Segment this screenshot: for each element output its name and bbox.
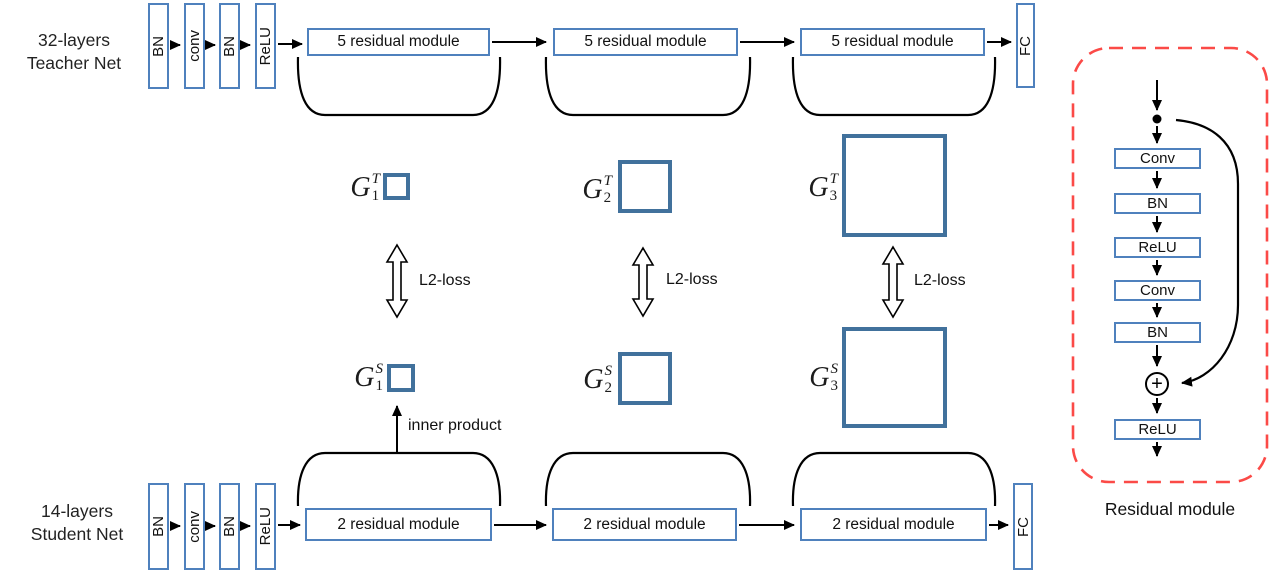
teacher-conv-box: conv — [184, 3, 205, 89]
student-section-brackets — [296, 451, 997, 507]
teacher-name-text: Teacher Net — [26, 53, 122, 73]
matrix-square-g1s — [387, 364, 415, 392]
l2-loss-double-arrows — [385, 243, 905, 319]
matrix-square-g1t — [383, 173, 410, 200]
matrix-square-g3s — [842, 327, 947, 428]
panel-bn1-box: BN — [1114, 193, 1201, 214]
teacher-fc-box: FC — [1016, 3, 1035, 88]
matrix-square-g2s — [618, 352, 672, 405]
matrix-square-g2t — [618, 160, 672, 213]
teacher-layers-text: 32-layers — [38, 30, 110, 50]
student-fc-box: FC — [1013, 483, 1033, 570]
student-module-box-1: 2 residual module — [305, 508, 492, 541]
panel-conv2-box: Conv — [1114, 280, 1201, 301]
teacher-section-brackets — [296, 56, 997, 117]
residual-panel-dashed-border — [1071, 46, 1269, 484]
panel-relu2-box: ReLU — [1114, 419, 1201, 440]
l2-loss-label-3: L2-loss — [914, 272, 966, 289]
panel-relu1-box: ReLU — [1114, 237, 1201, 258]
residual-module-caption: Residual module — [1104, 499, 1236, 519]
matrix-square-g3t — [842, 134, 947, 237]
panel-conv1-box: Conv — [1114, 148, 1201, 169]
student-module-box-3: 2 residual module — [800, 508, 987, 541]
teacher-relu-box: ReLU — [255, 3, 276, 89]
elementwise-sum-icon: + — [1145, 372, 1169, 396]
teacher-module-box-3: 5 residual module — [800, 28, 985, 56]
teacher-bn1-box: BN — [148, 3, 169, 89]
teacher-bn2-box: BN — [219, 3, 240, 89]
student-relu-box: ReLU — [255, 483, 276, 570]
student-layers-text: 14-layers — [41, 501, 113, 521]
student-bn1-box: BN — [148, 483, 169, 570]
teacher-flow-arrows — [170, 37, 1012, 50]
student-name-text: Student Net — [30, 524, 124, 544]
student-conv-box: conv — [184, 483, 205, 570]
student-net-label: 14-layers Student Net — [8, 500, 146, 546]
teacher-module-box-2: 5 residual module — [553, 28, 738, 56]
panel-bn2-box: BN — [1114, 322, 1201, 343]
teacher-module-box-1: 5 residual module — [307, 28, 490, 56]
student-bn2-box: BN — [219, 483, 240, 570]
student-flow-arrows — [170, 520, 1009, 531]
skip-connection-curve — [1175, 118, 1240, 387]
l2-loss-label-1: L2-loss — [419, 272, 471, 289]
branch-dot — [1152, 114, 1162, 124]
student-module-box-2: 2 residual module — [552, 508, 737, 541]
inner-product-label: inner product — [408, 417, 502, 434]
l2-loss-label-2: L2-loss — [666, 271, 718, 288]
teacher-net-label: 32-layers Teacher Net — [5, 29, 143, 75]
